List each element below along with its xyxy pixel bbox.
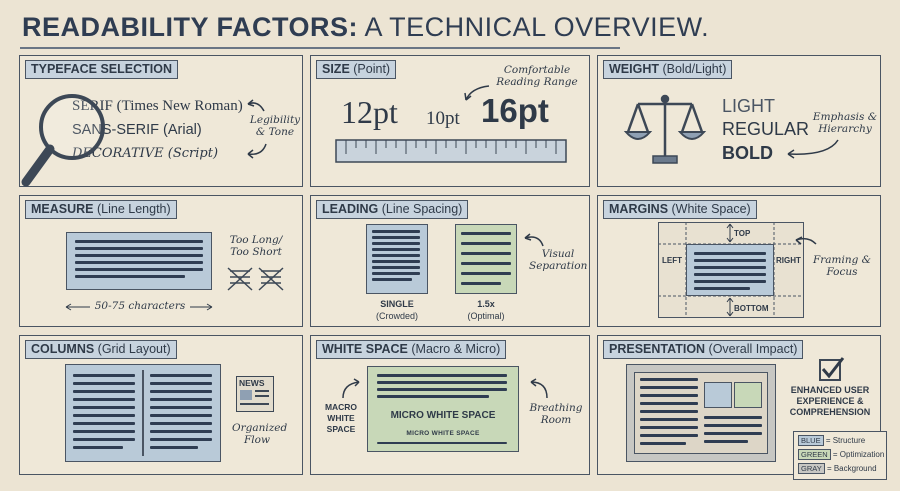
panel-header: SIZE (Point) [316,60,397,79]
single-label: SINGLE [380,299,414,309]
panel-header: TYPEFACE SELECTION [25,60,178,79]
micro-small-label: MICRO WHITE SPACE [406,430,480,437]
too-long-note: Too Long/ Too Short [229,234,283,258]
reading-range-note: Comfortable Reading Range [496,64,578,88]
visual-separation-note: Visual Separation [529,248,588,272]
panel-header: WHITE SPACE (Macro & Micro) [316,340,507,359]
legend-row-gray: GRAY = Background [798,463,877,474]
macro-label: MACRO WHITE SPACE [324,402,358,434]
panel-header: LEADING (Line Spacing) [316,200,469,219]
breathing-room-note: Breathing Room [529,402,583,426]
legend-desc-green: = Optimization [832,450,885,459]
page-title: READABILITY FACTORS: A TECHNICAL OVERVIE… [22,12,710,42]
legend: BLUE = Structure GREEN = Optimization GR… [793,431,887,480]
dashed-guides [658,222,817,318]
panel-header: PRESENTATION (Overall Impact) [603,340,804,359]
ruler-icon [335,85,567,163]
margin-left-label: LEFT [662,256,682,265]
panel-weight: WEIGHT (Bold/Light) LIGHT REGULAR BOLD E… [597,55,881,187]
margin-right-label: RIGHT [776,256,801,265]
panel-header: COLUMNS (Grid Layout) [25,340,177,359]
single-spacing-block [366,224,428,294]
serif-sample: SERIF (Times New Roman) [72,98,243,114]
panel-size: SIZE (Point) 12pt 10pt 16pt Comfortable … [310,55,590,187]
micro-big-label: MICRO WHITE SPACE [390,410,496,421]
title-underline [20,47,620,49]
single-sub-label: (Crowded) [375,311,418,321]
decorative-sample: DECORATIVE (Script) [72,146,219,161]
panel-typeface: TYPEFACE SELECTION SERIF (Times New Roma… [19,55,303,187]
panel-header: WEIGHT (Bold/Light) [603,60,733,79]
panel-header: MEASURE (Line Length) [25,200,177,219]
panel-margins: MARGINS (White Space) TOP LEFT RIGHT BOT… [597,195,881,327]
size-12pt: 12pt [341,94,398,130]
legend-desc-gray: = Background [826,464,877,473]
legend-key-gray: GRAY [798,463,825,474]
whitespace-page [367,366,519,452]
arrow-icon [787,139,839,159]
arrow-icon [524,233,544,247]
magnifier-icon [21,94,105,187]
chars-label: 50-75 characters [90,300,190,312]
panel-columns: COLUMNS (Grid Layout) NEWS Organized Flo… [19,335,303,475]
margin-top-label: TOP [734,229,751,238]
panel-measure: MEASURE (Line Length) Too Long/ Too Shor… [19,195,303,327]
legend-row-blue: BLUE = Structure [798,435,865,446]
legend-row-green: GREEN = Optimization [798,449,884,460]
size-10pt: 10pt [426,108,460,129]
weight-bold: BOLD [722,143,773,163]
legend-key-blue: BLUE [798,435,824,446]
weight-regular: REGULAR [722,119,810,139]
weight-light: LIGHT [722,96,776,116]
framing-note: Framing & Focus [812,254,872,278]
scale-icon [623,94,707,164]
size-16pt: 16pt [481,92,549,129]
onefive-sub-label: (Optimal) [467,311,505,321]
panel-whitespace: WHITE SPACE (Macro & Micro) MICRO WHITE … [310,335,590,475]
organized-flow-note: Organized Flow [232,422,288,446]
panel-leading: LEADING (Line Spacing) SINGLE (Crowded) … [310,195,590,327]
legend-key-green: GREEN [798,449,831,460]
blue-tile [704,382,732,408]
legend-desc-blue: = Structure [825,436,866,445]
arrow-icon [342,378,548,399]
enhanced-result-label: ENHANCED USER EXPERIENCE & COMPREHENSION [789,385,871,417]
news-label: NEWS [239,378,265,388]
margin-bottom-label: BOTTOM [734,304,769,313]
newspaper-icon: NEWS [236,376,274,412]
legibility-note: Legibility & Tone [249,114,301,138]
emphasis-note: Emphasis & Hierarchy [812,111,878,135]
checkbox-check-icon [819,357,845,381]
panel-header: MARGINS (White Space) [603,200,757,219]
green-tile [734,382,762,408]
onefive-label: 1.5x [477,299,495,309]
arrow-icon [247,99,267,159]
